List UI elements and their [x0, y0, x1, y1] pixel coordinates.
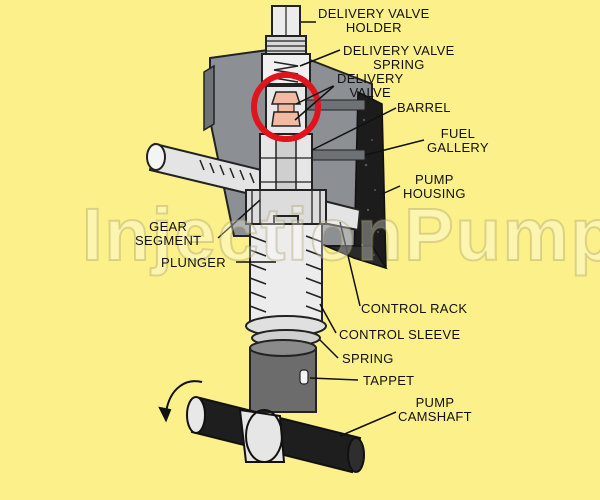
label-barrel: BARREL	[397, 100, 451, 115]
delivery-valve-highlight-circle	[251, 72, 321, 142]
delivery-valve-shape	[265, 85, 307, 135]
label-delivery-valve-spring: DELIVERY VALVE SPRING	[343, 44, 455, 72]
label-line: SEGMENT	[135, 233, 202, 248]
label-delivery-valve: DELIVERY VALVE	[337, 72, 403, 100]
label-plunger: PLUNGER	[161, 255, 226, 270]
label-line: HOUSING	[403, 186, 466, 201]
label-pump-camshaft: PUMP CAMSHAFT	[398, 396, 472, 424]
label-pump-housing: PUMP HOUSING	[403, 173, 466, 201]
label-line: CAMSHAFT	[398, 409, 472, 424]
label-tappet: TAPPET	[363, 373, 415, 388]
label-line: DELIVERY	[337, 71, 404, 86]
label-line: SPRING	[372, 57, 425, 72]
label-control-rack: CONTROL RACK	[361, 301, 468, 316]
label-line: PUMP	[415, 395, 455, 410]
label-gear-segment: GEAR SEGMENT	[135, 220, 201, 248]
label-line: DELIVERY VALVE	[318, 6, 430, 21]
label-line: HOLDER	[345, 20, 402, 35]
leader-lines	[217, 21, 425, 437]
label-line: FUEL	[440, 126, 476, 141]
label-line: GEAR	[149, 219, 188, 234]
tappet-shape	[249, 339, 317, 413]
label-line: PUMP	[415, 172, 454, 187]
camshaft-shape	[186, 396, 365, 474]
label-delivery-valve-holder: DELIVERY VALVE HOLDER	[318, 7, 430, 35]
label-line: DELIVERY VALVE	[343, 43, 455, 58]
label-fuel-gallery: FUEL GALLERY	[427, 127, 489, 155]
label-line: GALLERY	[427, 140, 489, 155]
spring-shape	[245, 223, 327, 347]
rotation-arrow	[158, 380, 203, 423]
label-line: VALVE	[349, 85, 391, 100]
label-spring: SPRING	[342, 351, 394, 366]
label-control-sleeve: CONTROL SLEEVE	[339, 327, 461, 342]
